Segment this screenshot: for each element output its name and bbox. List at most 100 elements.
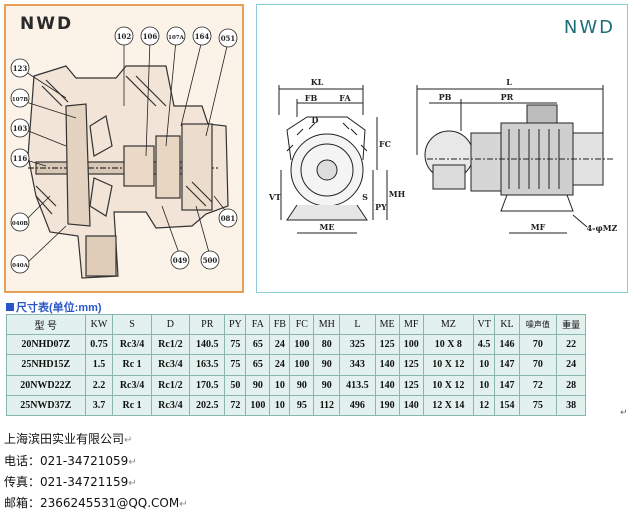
table-cell: 24 (269, 334, 291, 356)
table-cell: 2.2 (84, 374, 114, 396)
sectional-drawing-panel: NWD (4, 4, 244, 293)
table-cell: Rc3/4 (150, 354, 191, 376)
dimension-label: ME (320, 222, 335, 232)
table-cell: 10 (269, 394, 291, 417)
table-cell: 343 (339, 354, 376, 376)
table-cell: 90 (245, 374, 271, 396)
table-cell: 10 X 12 (422, 354, 474, 376)
part-label: 107B (12, 97, 28, 103)
table-cell: 75 (224, 334, 247, 356)
fax-line: 传真：021-34721159↵ (4, 473, 137, 490)
table-cell: 140.5 (189, 334, 226, 356)
table-cell: 496 (339, 394, 376, 417)
column-header: MH (313, 313, 341, 336)
table-cell: 50 (224, 374, 247, 396)
part-label: 040B (12, 221, 28, 227)
table-cell: 20NHD07Z (6, 334, 86, 356)
dimension-drawing: KL FB FA D FC VT S PY MH ME L PB PR MF 4… (268, 77, 618, 234)
table-cell: 325 (339, 334, 376, 356)
part-label: 051 (221, 34, 236, 43)
column-header: L (339, 313, 376, 336)
table-title: 尺寸表(单位:mm) (6, 299, 102, 315)
table-cell: 100 (245, 394, 271, 417)
table-cell: 170.5 (189, 374, 226, 396)
table-cell: 140 (398, 394, 424, 417)
sectional-drawing: 102 106 107A 164 051 123 107B 103 116 04… (10, 26, 238, 279)
email-text: 邮箱：2366245531@QQ.COM (4, 496, 180, 510)
table-cell: 38 (556, 394, 586, 417)
column-header: MZ (422, 313, 474, 336)
table-cell: 95 (289, 394, 315, 417)
table-cell: 10 (472, 374, 496, 396)
column-header: D (150, 313, 191, 336)
table-cell: 1.5 (84, 354, 114, 376)
dimension-label: FC (379, 139, 391, 149)
column-header: 型 号 (6, 313, 86, 336)
table-cell: 24 (556, 354, 586, 376)
table-cell: 10 (269, 374, 291, 396)
table-cell: Rc3/4 (150, 394, 191, 417)
table-cell: 65 (245, 354, 271, 376)
table-cell: 140 (374, 354, 400, 376)
table-cell: 163.5 (189, 354, 226, 376)
column-header: PR (189, 313, 226, 336)
table-cell: 90 (313, 374, 341, 396)
table-cell: 10 X 8 (422, 334, 474, 356)
table-cell: 0.75 (84, 334, 114, 356)
column-header: S (112, 313, 152, 336)
table-cell: 202.5 (189, 394, 226, 417)
dimension-label: PR (501, 92, 514, 102)
table-cell: 72 (224, 394, 247, 417)
part-label: 106 (143, 32, 158, 41)
line-break-mark: ↵ (179, 499, 188, 510)
column-header: FB (269, 313, 291, 336)
table-cell: 112 (313, 394, 341, 417)
table-cell: 24 (269, 354, 291, 376)
table-cell: Rc3/4 (112, 334, 152, 356)
table-cell: Rc 1 (112, 354, 152, 376)
dimension-label: PB (439, 92, 452, 102)
table-cell: Rc1/2 (150, 334, 191, 356)
part-label: 500 (203, 256, 218, 265)
table-cell: 22 (556, 334, 586, 356)
table-cell: 125 (374, 334, 400, 356)
table-cell: 100 (289, 354, 315, 376)
part-label: 103 (13, 124, 28, 133)
dimension-label: MH (389, 189, 406, 199)
dimension-drawing-panel: NWD (256, 4, 628, 293)
column-header: PY (224, 313, 247, 336)
table-cell: 75 (224, 354, 247, 376)
column-header: 噪声值 (518, 313, 558, 336)
column-header: FA (245, 313, 271, 336)
column-header: KW (84, 313, 114, 336)
column-header: VT (472, 313, 496, 336)
table-cell: 190 (374, 394, 400, 417)
dimension-label: L (506, 77, 512, 87)
line-break-mark: ↵ (620, 408, 628, 418)
dimension-label: FB (305, 93, 318, 103)
part-label: 040A (12, 263, 28, 269)
table-cell: 90 (313, 354, 341, 376)
table-cell: 12 X 14 (422, 394, 474, 417)
dimension-label: 4-φMZ (587, 223, 618, 233)
table-cell: 4.5 (472, 334, 496, 356)
table-cell: 12 (472, 394, 496, 417)
part-label: 049 (173, 256, 188, 265)
table-cell: 154 (494, 394, 520, 417)
column-header: ME (374, 313, 400, 336)
dimension-label: PY (375, 202, 387, 212)
table-cell: Rc 1 (112, 394, 152, 417)
table-cell: 90 (289, 374, 315, 396)
left-panel-title: NWD (20, 14, 74, 34)
table-cell: 100 (289, 334, 315, 356)
phone-text: 电话：021-34721059 (4, 454, 129, 468)
column-header: 重量 (556, 313, 586, 336)
table-cell: 147 (494, 374, 520, 396)
table-header-row: 型 号 KW S D PR PY FA FB FC MH L ME MF MZ … (6, 313, 586, 336)
line-break-mark: ↵ (128, 478, 137, 489)
table-cell: 65 (245, 334, 271, 356)
dimension-table: 型 号 KW S D PR PY FA FB FC MH L ME MF MZ … (6, 313, 586, 417)
